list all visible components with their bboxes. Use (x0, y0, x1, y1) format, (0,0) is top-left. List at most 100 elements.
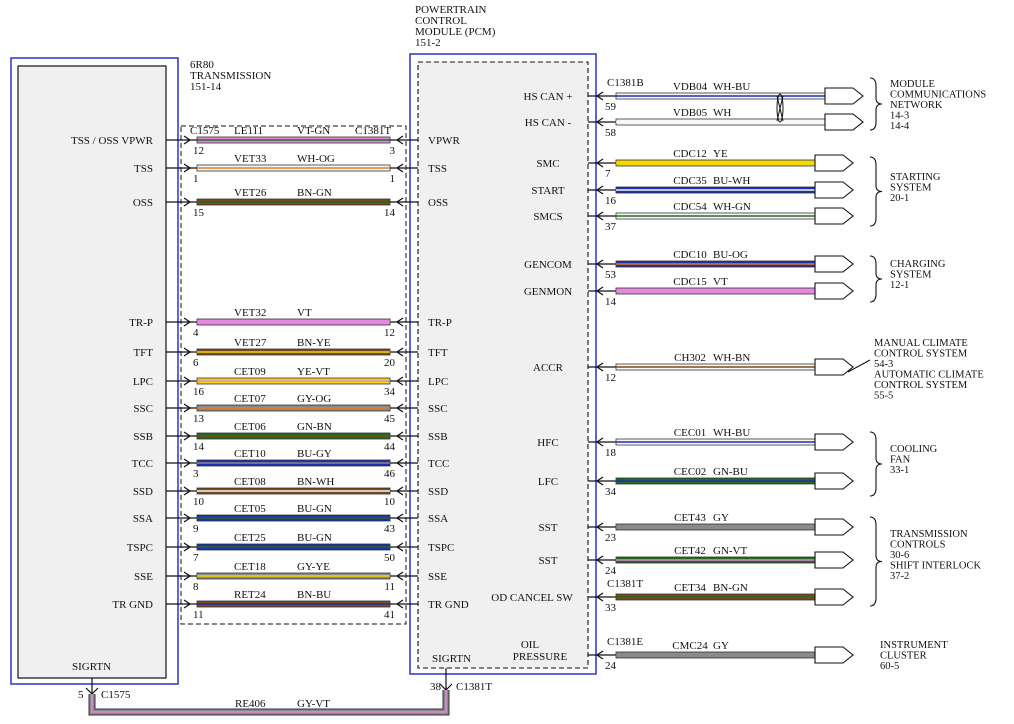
pcm-pin-number: 44 (384, 441, 396, 453)
pin-arrow-icon (395, 513, 404, 523)
destination-label: 14-3 (890, 111, 909, 122)
pin-arrow-icon (595, 158, 604, 168)
pin-arrow-icon (595, 592, 604, 602)
pin-arrow-icon (183, 571, 192, 581)
pcm-pin-number: 33 (605, 602, 617, 614)
circuit-number: CET34 (674, 582, 706, 594)
pin-arrow-icon (595, 522, 604, 532)
pcm-pin-number: 1 (390, 173, 396, 185)
pcm-pin-number: 12 (605, 372, 616, 384)
circuit-number: CEC02 (674, 466, 706, 478)
transmission-module (17, 65, 167, 679)
c1381t-label: C1381T (355, 125, 391, 137)
sigrtn-connector-label: C1575 (101, 689, 131, 701)
pin-arrow-icon (395, 317, 404, 327)
transmission-pin-number: 9 (193, 523, 199, 535)
pin-arrow-icon (395, 599, 404, 609)
wire-color-code: GY-OG (297, 393, 331, 405)
pcm-pin-label: TFT (428, 347, 448, 359)
pin-arrow-icon (595, 437, 604, 447)
circuit-number: VDB05 (673, 107, 708, 119)
circuit-number: LE111 (234, 125, 263, 137)
transmission-pin-number: 7 (193, 552, 199, 564)
connector-label: C1381T (607, 578, 643, 590)
wire-color-code: WH-GN (713, 201, 751, 213)
destination-connector-icon (814, 255, 854, 273)
pcm-pin-label: PRESSURE (513, 651, 568, 663)
sigrtn-label-left: SIGRTN (72, 661, 111, 673)
pcm-pin-number: 12 (384, 327, 395, 339)
pin-arrow-icon (595, 650, 604, 660)
destination-connector-icon (814, 551, 854, 569)
pcm-pin-number: 16 (605, 195, 617, 207)
pin-arrow-icon (595, 185, 604, 195)
pcm-pin-label: OSS (428, 197, 448, 209)
pcm-pin-label: LFC (538, 476, 558, 488)
pcm-pin-number: 14 (384, 207, 396, 219)
wire-color-code: VT (713, 276, 728, 288)
destination-label: 37-2 (890, 571, 909, 582)
wire (88, 690, 450, 716)
pin-arrow-icon (183, 599, 192, 609)
pin-arrow-icon (395, 163, 404, 173)
wire-color-code: VT-GN (297, 125, 330, 137)
pcm-header-line: MODULE (PCM) (415, 26, 496, 38)
connector-label: C1381E (607, 636, 643, 648)
destination-label: MANUAL CLIMATE (874, 338, 968, 349)
pcm-header-line: POWERTRAIN (415, 4, 487, 16)
pcm-pin-label: TCC (428, 458, 449, 470)
wire-color-code: YE-VT (297, 366, 330, 378)
transmission-pin-number: 16 (193, 386, 205, 398)
destination-connector-icon (814, 646, 854, 664)
pcm-pin-label: OD CANCEL SW (491, 592, 573, 604)
wire-color-code: BU-GN (297, 532, 332, 544)
transmission-pin-number: 11 (193, 609, 204, 621)
pcm-pin-number: 23 (605, 532, 617, 544)
transmission-pin-label: SSB (133, 431, 153, 443)
connector-label: C1381B (607, 77, 644, 89)
destination-label: 60-5 (880, 661, 899, 672)
circuit-number: CET09 (234, 366, 266, 378)
destination-connector-icon (814, 181, 854, 199)
pin-arrow-icon (183, 513, 192, 523)
c1575-label: C1575 (190, 125, 220, 137)
pcm-pin-number: 20 (384, 357, 396, 369)
transmission-pin-label: TCC (132, 458, 153, 470)
wire-color-code: GN-BU (713, 466, 748, 478)
wire-color-code: GY-VT (297, 698, 330, 710)
pcm-pin-label: SSB (428, 431, 448, 443)
destination-label: CLUSTER (880, 651, 927, 662)
pcm-pin-label: TR-P (428, 317, 452, 329)
pin-arrow-icon (395, 135, 404, 145)
circuit-number: CET10 (234, 448, 266, 460)
pin-arrow-icon (395, 197, 404, 207)
pcm-pin-label: HS CAN - (525, 117, 572, 129)
pin-arrow-icon (595, 555, 604, 565)
wire-color-code: BU-WH (713, 175, 750, 187)
transmission-header-line: 151-14 (190, 81, 222, 93)
pcm-header-line: CONTROL (415, 15, 467, 27)
pcm-pin-label: SSD (428, 486, 448, 498)
pin-arrow-icon (395, 376, 404, 386)
pcm-outline (409, 53, 597, 675)
sigrtn-label-right: SIGRTN (432, 653, 471, 665)
pin-arrow-icon (183, 403, 192, 413)
destination-connector-icon (814, 588, 854, 606)
wire-color-code: BN-BU (297, 589, 331, 601)
wire-color-code: BU-OG (713, 249, 748, 261)
destination-label: CONTROL SYSTEM (874, 349, 968, 360)
destination-label: MODULE (890, 79, 935, 90)
